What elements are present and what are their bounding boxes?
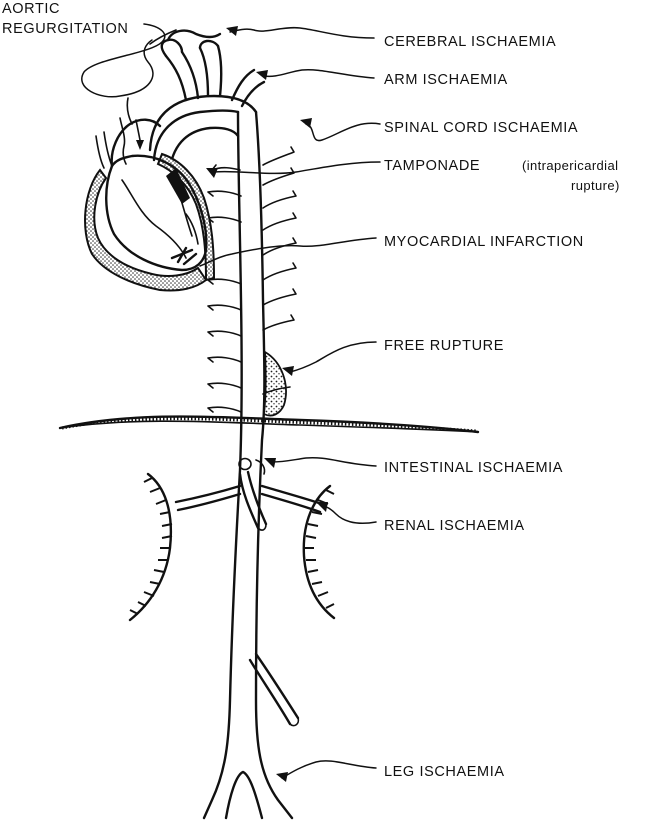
label-tamponade: TAMPONADE bbox=[384, 158, 480, 174]
label-intestinal-ischaemia: INTESTINAL ISCHAEMIA bbox=[384, 460, 563, 476]
label-free-rupture: FREE RUPTURE bbox=[384, 338, 504, 354]
label-cerebral-ischaemia: CEREBRAL ISCHAEMIA bbox=[384, 34, 556, 50]
diaphragm bbox=[58, 415, 480, 434]
intercostal-arteries bbox=[207, 146, 297, 413]
free-rupture-hematoma bbox=[263, 350, 287, 417]
label-tamponade-note-line2: rupture) bbox=[571, 178, 620, 193]
aortic-valve-arrow bbox=[119, 97, 144, 165]
right-kidney bbox=[302, 484, 336, 620]
label-leg-ischaemia: LEG ISCHAEMIA bbox=[384, 764, 505, 780]
label-renal-ischaemia: RENAL ISCHAEMIA bbox=[384, 518, 525, 534]
heart bbox=[84, 118, 216, 292]
lower-mesenteric-branch bbox=[248, 652, 300, 727]
label-arm-ischaemia: ARM ISCHAEMIA bbox=[384, 72, 508, 88]
leader-lines bbox=[81, 23, 381, 782]
left-kidney bbox=[128, 472, 173, 622]
label-aortic-regurgitation-line1: AORTIC bbox=[2, 1, 60, 17]
label-myocardial-infarction: MYOCARDIAL INFARCTION bbox=[384, 234, 584, 250]
superior-mesenteric-artery bbox=[238, 457, 268, 531]
head-vessels bbox=[149, 29, 266, 108]
label-aortic-regurgitation-line2: REGURGITATION bbox=[2, 21, 128, 37]
label-tamponade-note-line1: (intrapericardial bbox=[522, 158, 618, 173]
label-spinal-cord-ischaemia: SPINAL CORD ISCHAEMIA bbox=[384, 120, 578, 136]
descending-aorta bbox=[202, 110, 294, 820]
